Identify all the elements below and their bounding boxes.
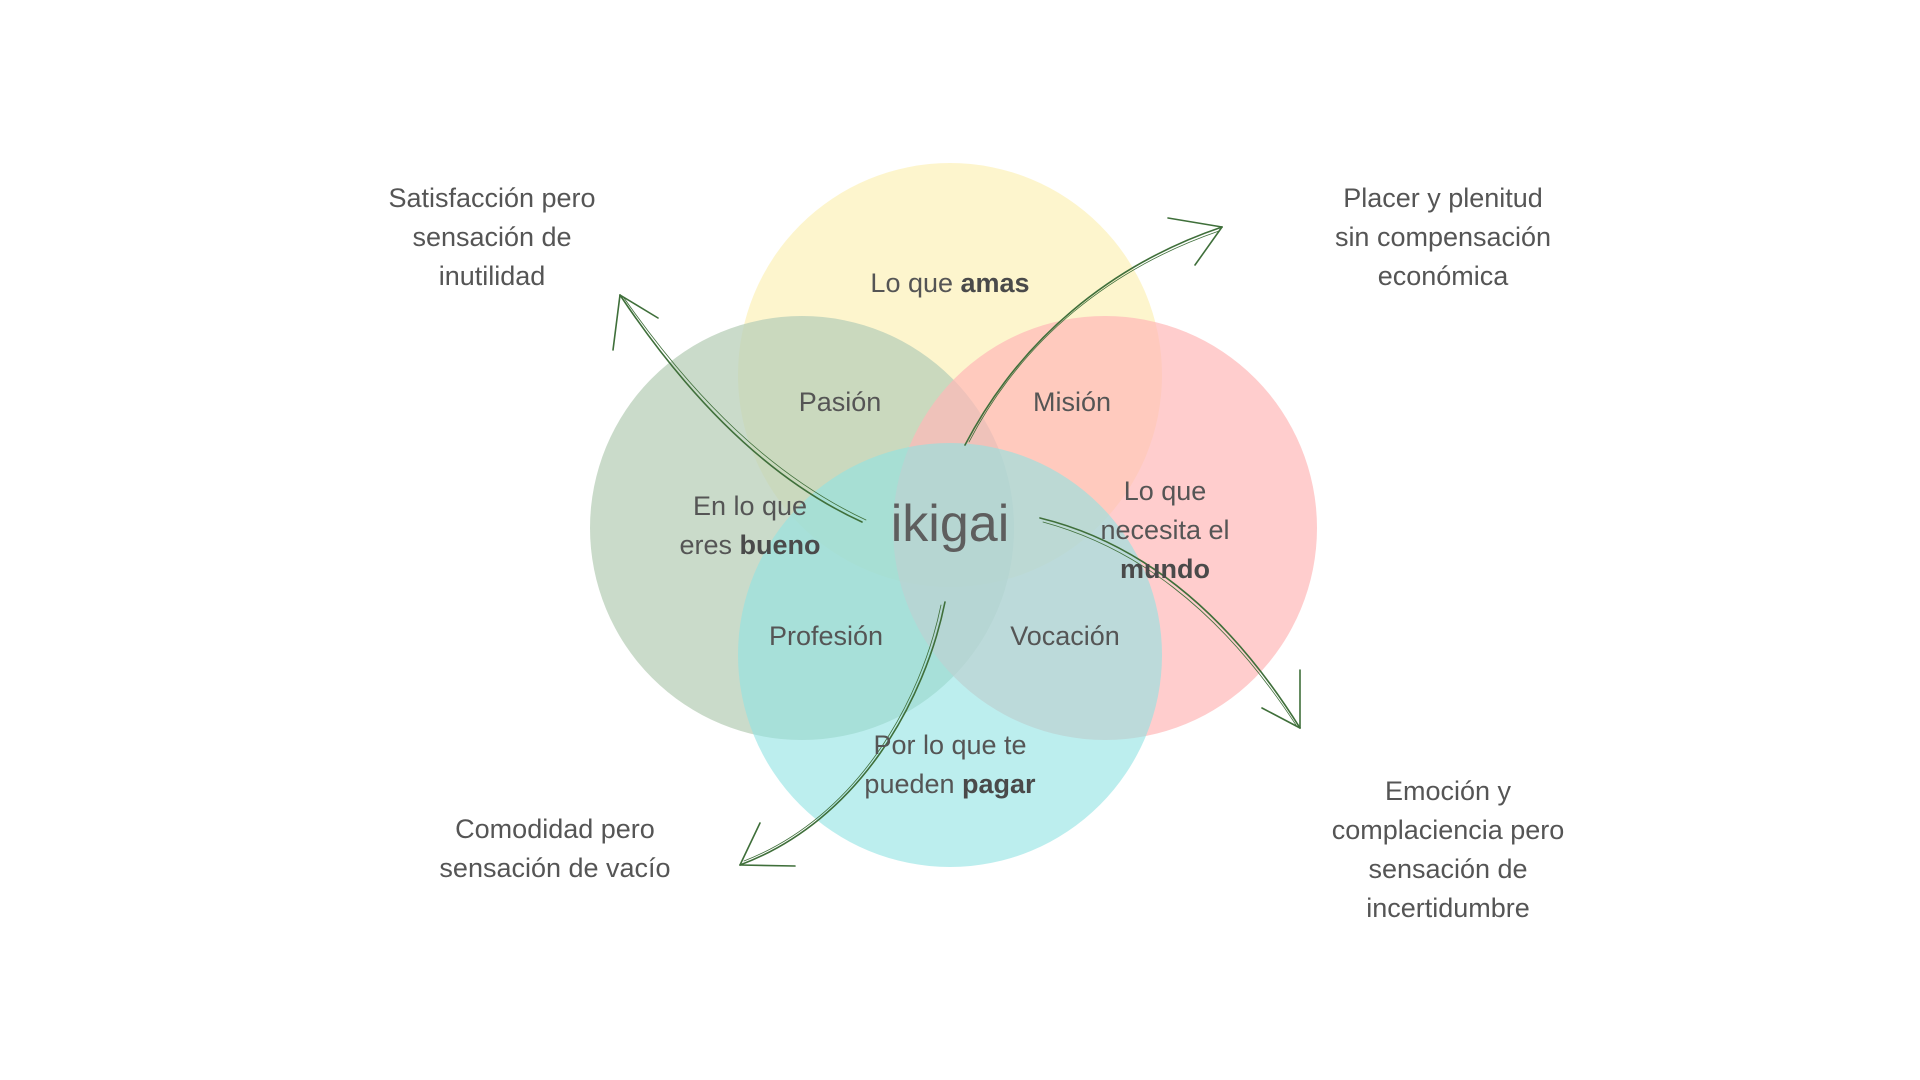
label-mision: Misión	[1032, 387, 1112, 417]
label-bueno-plain: eres	[679, 530, 740, 560]
label-lo-que-amas: Lo que amas	[780, 264, 1120, 303]
label-mundo-bold: mundo	[1120, 554, 1210, 584]
outcome-top-right-line2: sin compensación	[1334, 222, 1552, 252]
outcome-bottom-right-line2: complaciencia pero	[1331, 815, 1565, 845]
outcome-bottom-right: Emoción y complaciencia pero sensación d…	[1278, 772, 1618, 928]
arrow-bottom-right	[1039, 517, 1301, 729]
label-pasion: Pasión	[798, 387, 882, 417]
outcome-top-left-line2: sensación de	[412, 222, 572, 252]
label-pagar-line1: Por lo que te	[873, 730, 1027, 760]
outcome-top-left: Satisfacción pero sensación de inutilida…	[322, 179, 662, 296]
label-profesion: Profesión	[768, 621, 884, 651]
outcome-bottom-left: Comodidad pero sensación de vacío	[385, 810, 725, 888]
arrow-top-left	[612, 294, 867, 523]
outcome-bottom-left-line2: sensación de vacío	[439, 853, 671, 883]
label-lo-que-necesita-el-mundo: Lo que necesita el mundo	[1045, 472, 1285, 589]
outcome-top-left-line3: inutilidad	[438, 261, 546, 291]
outcome-top-right-line1: Placer y plenitud	[1343, 183, 1543, 213]
label-mundo-line2: necesita el	[1100, 515, 1230, 545]
outcome-top-right-line3: económica	[1377, 261, 1509, 291]
label-pagar-plain: pueden	[864, 769, 963, 799]
label-ikigai: ikigai	[890, 495, 1010, 553]
label-pagar-bold: pagar	[962, 769, 1036, 799]
outcome-bottom-left-line1: Comodidad pero	[455, 814, 655, 844]
outcome-top-right: Placer y plenitud sin compensación econó…	[1273, 179, 1613, 296]
label-vocacion: Vocación	[1010, 621, 1120, 651]
label-bueno-bold: bueno	[739, 530, 821, 560]
label-amas-bold: amas	[960, 268, 1030, 298]
arrow-top-right	[964, 217, 1223, 446]
outcome-bottom-right-line4: incertidumbre	[1366, 893, 1530, 923]
outcome-top-left-line1: Satisfacción pero	[388, 183, 596, 213]
arrow-bottom-left	[739, 601, 946, 867]
label-en-lo-que-eres-bueno: En lo que eres bueno	[630, 487, 870, 565]
label-amas-plain: Lo que	[870, 268, 961, 298]
circle-lo-que-te-pueden-pagar	[738, 443, 1162, 867]
outcome-bottom-right-line1: Emoción y	[1384, 776, 1512, 806]
outcome-bottom-right-line3: sensación de	[1368, 854, 1528, 884]
label-bueno-line1: En lo que	[692, 491, 808, 521]
label-por-lo-que-te-pueden-pagar: Por lo que te pueden pagar	[830, 726, 1070, 804]
label-mundo-line1: Lo que	[1123, 476, 1207, 506]
